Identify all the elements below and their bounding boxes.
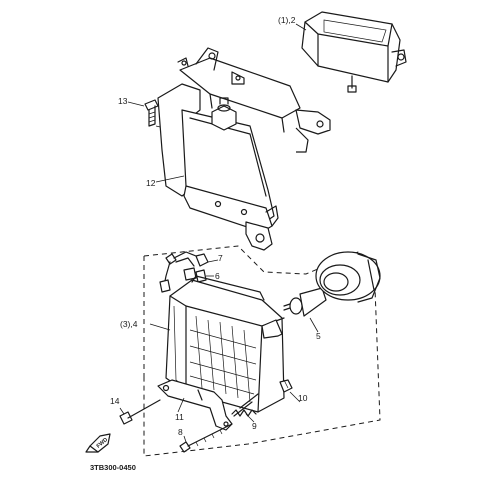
assembly-outline	[143, 245, 381, 457]
label-3-4: (3),4	[120, 319, 138, 329]
label-12: 12	[146, 178, 156, 188]
leader-1-2	[295, 23, 307, 31]
label-14: 14	[110, 396, 120, 406]
screw-14	[119, 399, 161, 425]
bulb-5	[283, 287, 327, 317]
label-10: 10	[298, 393, 308, 403]
leader-12	[155, 175, 185, 183]
forward-arrow-icon: FWD	[85, 433, 111, 453]
drawing-code: 3TB300-0450	[90, 463, 136, 472]
label-5: 5	[316, 331, 321, 341]
headlight-lens-unit	[165, 275, 285, 413]
leader-13	[127, 101, 145, 107]
leader-3-4	[149, 323, 171, 331]
meter-housing	[301, 11, 407, 93]
bulb-6	[195, 269, 207, 283]
label-9: 9	[252, 421, 257, 431]
label-8: 8	[178, 427, 183, 437]
socket-cover	[315, 251, 381, 303]
nut-10	[279, 379, 293, 393]
socket-harness	[159, 251, 197, 293]
headlight-bracket	[157, 47, 331, 251]
label-11: 11	[175, 412, 184, 422]
bolt-13	[144, 99, 159, 127]
label-6: 6	[215, 271, 220, 281]
adjust-screw-8	[179, 423, 233, 453]
label-7: 7	[218, 253, 223, 263]
label-13: 13	[118, 96, 128, 106]
label-1-2: (1),2	[278, 15, 296, 25]
spring-9	[231, 393, 259, 417]
bulb-7	[195, 253, 209, 267]
